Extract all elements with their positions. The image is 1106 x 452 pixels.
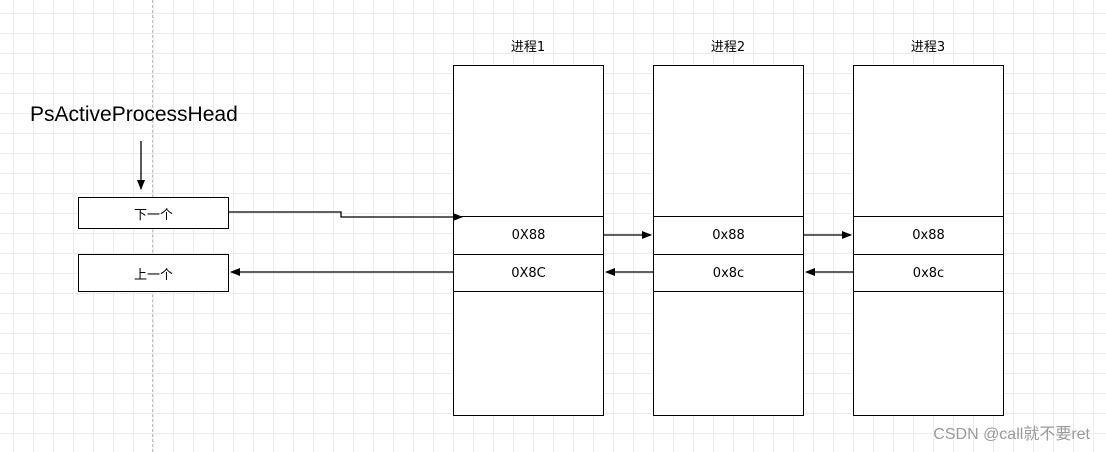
- next-to-process-1-arrow: [229, 211, 463, 221]
- next-box[interactable]: 下一个: [78, 197, 229, 229]
- process-1-title: 进程1: [510, 40, 546, 55]
- process-1-flink-cell[interactable]: 0X88: [454, 216, 603, 254]
- process-3-flink-cell[interactable]: 0x88: [854, 216, 1003, 254]
- next-label: 下一个: [133, 207, 173, 223]
- process-3-block[interactable]: 0x88 0x8c: [853, 65, 1004, 416]
- process-3-flink-label: 0x88: [912, 228, 945, 243]
- process-2-flink-label: 0x88: [712, 228, 745, 243]
- process-2-blink-cell[interactable]: 0x8c: [654, 254, 803, 292]
- process-1-blink-label: 0X8C: [511, 265, 546, 281]
- process-2-title: 进程2: [710, 40, 746, 55]
- process-3-title: 进程3: [910, 40, 946, 55]
- process-1-blink-cell[interactable]: 0X8C: [454, 254, 603, 292]
- process-2-block[interactable]: 0x88 0x8c: [653, 65, 804, 416]
- prev-label: 上一个: [133, 267, 173, 283]
- process-3-blink-label: 0x8c: [912, 265, 945, 281]
- process-1-flink-label: 0X88: [511, 228, 546, 243]
- prev-box[interactable]: 上一个: [78, 254, 229, 292]
- process-2-flink-cell[interactable]: 0x88: [654, 216, 803, 254]
- watermark: CSDN @call就不要ret: [933, 426, 1090, 443]
- process-2-blink-label: 0x8c: [712, 265, 745, 281]
- head-label: PsActiveProcessHead: [30, 103, 238, 126]
- process-3-blink-cell[interactable]: 0x8c: [854, 254, 1003, 292]
- process-1-block[interactable]: 0X88 0X8C: [453, 65, 604, 416]
